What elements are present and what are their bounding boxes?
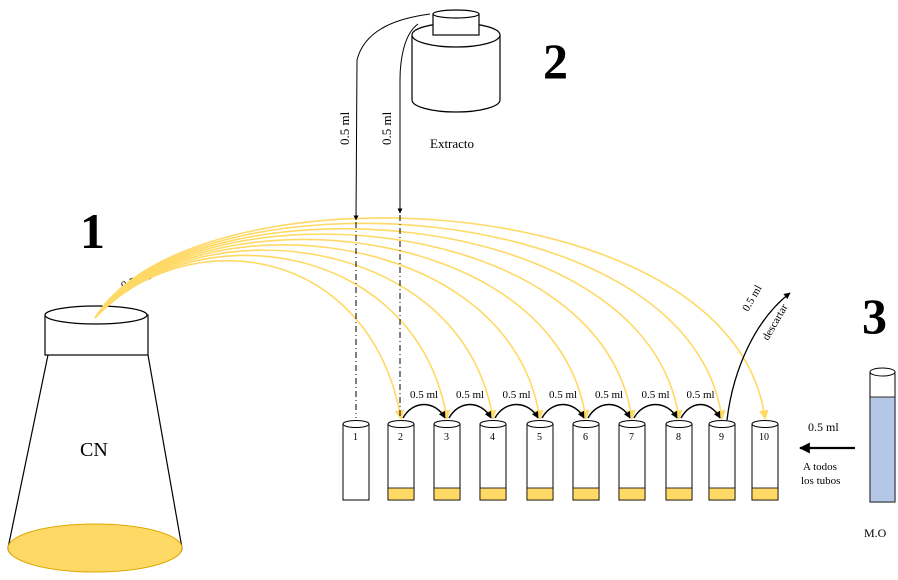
control-flask: CN <box>7 305 183 573</box>
tube-culture-medium <box>572 487 600 501</box>
serial-arrow-7-to-8 <box>633 403 678 419</box>
tube-culture-medium <box>526 487 554 501</box>
tube-mouth <box>433 420 461 428</box>
extract-bottle: Extracto <box>411 9 501 151</box>
discard-arrow <box>726 292 791 421</box>
extract-line-left <box>353 13 431 221</box>
discard-transfer: 0.5 ml descartar <box>726 283 791 421</box>
step-number-2: 2 <box>543 33 568 89</box>
tube-4: 4 <box>479 420 507 501</box>
tube-6: 6 <box>572 420 600 501</box>
serial-arrow-2-to-3 <box>402 403 446 419</box>
tube-number: 1 <box>353 432 358 443</box>
flask-arrow-to-tube-10 <box>94 217 769 420</box>
tube-number: 2 <box>398 432 403 443</box>
serial-arrow-5-to-6 <box>541 403 585 419</box>
tube-mouth <box>618 420 646 428</box>
extract-volume-right: 0.5 ml <box>379 111 394 145</box>
serial-volume-label: 0.5 ml <box>410 389 438 401</box>
flask-arrow-to-tube-7 <box>94 233 636 420</box>
flask-arrow-to-tube-2 <box>94 259 405 420</box>
discard-label: descartar <box>760 302 790 343</box>
tube-body <box>665 423 693 501</box>
flask-arrow-to-tube-5 <box>94 244 544 420</box>
tube-10: 10 <box>751 420 779 501</box>
step-number-1: 1 <box>80 203 105 259</box>
serial-arrow-8-to-9 <box>680 403 721 419</box>
step-number-3: 3 <box>862 288 887 344</box>
serial-volume-label: 0.5 ml <box>595 389 623 401</box>
tube-culture-medium <box>387 487 415 501</box>
flask-culture-medium <box>7 523 183 573</box>
tube-9: 9 <box>708 420 736 501</box>
tube-number: 10 <box>759 432 769 443</box>
tube-1: 1 <box>342 420 370 501</box>
extract-delivery: 0.5 ml 0.5 ml <box>337 13 431 418</box>
flask-arrow-to-tube-6 <box>94 238 590 420</box>
discard-volume: 0.5 ml <box>740 283 764 313</box>
extract-line-right <box>397 23 419 214</box>
tube-body <box>342 423 370 501</box>
serial-volume-label: 0.5 ml <box>549 389 577 401</box>
tube-number: 9 <box>719 432 724 443</box>
tube-culture-medium <box>665 487 693 501</box>
tube-7: 7 <box>618 420 646 501</box>
extract-volume-left: 0.5 ml <box>337 111 352 145</box>
tube-number: 7 <box>629 432 634 443</box>
inoculum-note-line2: los tubos <box>801 475 840 487</box>
tube-5: 5 <box>526 420 554 501</box>
tube-2: 2 <box>387 420 415 501</box>
tube-body <box>618 423 646 501</box>
flask-label: CN <box>80 439 108 461</box>
mo-label: M.O <box>864 526 887 540</box>
tube-number: 3 <box>444 432 449 443</box>
serial-arrow-6-to-7 <box>587 403 631 419</box>
serial-volume-label: 0.5 ml <box>687 389 715 401</box>
tube-rack: 1 2 3 4 5 6 7 8 9 10 <box>342 420 779 501</box>
tube-mouth <box>708 420 736 428</box>
tube-culture-medium <box>479 487 507 501</box>
tube-mouth <box>342 420 370 428</box>
flask-arrow-to-tube-4 <box>94 249 497 420</box>
tube-body <box>433 423 461 501</box>
bottle-cap-top <box>432 9 480 19</box>
tube-body <box>572 423 600 501</box>
inoculum-volume: 0.5 ml <box>808 420 839 434</box>
flask-arrow-to-tube-8 <box>94 228 683 420</box>
tube-mouth <box>751 420 779 428</box>
flask-arrow-to-tube-9 <box>94 222 726 420</box>
tube-culture-medium <box>618 487 646 501</box>
tube-mouth <box>665 420 693 428</box>
inoculum-arrow-group: 0.5 ml A todos los tubos <box>798 420 855 487</box>
microorganism-tube: M.O <box>864 367 896 540</box>
tube-culture-medium <box>751 487 779 501</box>
serial-volume-label: 0.5 ml <box>642 389 670 401</box>
bottle-body <box>411 35 501 113</box>
serial-arrow-4-to-5 <box>494 403 539 419</box>
mo-tube-liquid <box>869 396 896 503</box>
tube-body <box>708 423 736 501</box>
tube-number: 6 <box>583 432 588 443</box>
tube-mouth <box>479 420 507 428</box>
flask-to-tube-arrows <box>94 217 769 420</box>
mo-tube-mouth <box>869 367 896 377</box>
extract-label: Extracto <box>430 136 474 151</box>
tube-culture-medium <box>708 487 736 501</box>
tube-mouth <box>387 420 415 428</box>
serial-transfers: 0.5 ml 0.5 ml 0.5 ml 0.5 ml 0.5 ml 0.5 ml 0.5 … <box>402 389 721 419</box>
tube-3: 3 <box>433 420 461 501</box>
tube-number: 5 <box>537 432 542 443</box>
serial-arrow-3-to-4 <box>448 403 492 419</box>
tube-number: 8 <box>676 432 681 443</box>
tube-mouth <box>572 420 600 428</box>
tube-number: 4 <box>490 432 495 443</box>
inoculum-note-line1: A todos <box>803 461 837 473</box>
flask-arrow-to-tube-3 <box>94 254 451 420</box>
tube-culture-medium <box>433 487 461 501</box>
serial-volume-label: 0.5 ml <box>503 389 531 401</box>
tube-8: 8 <box>665 420 693 501</box>
serial-volume-label: 0.5 ml <box>456 389 484 401</box>
tube-mouth <box>526 420 554 428</box>
